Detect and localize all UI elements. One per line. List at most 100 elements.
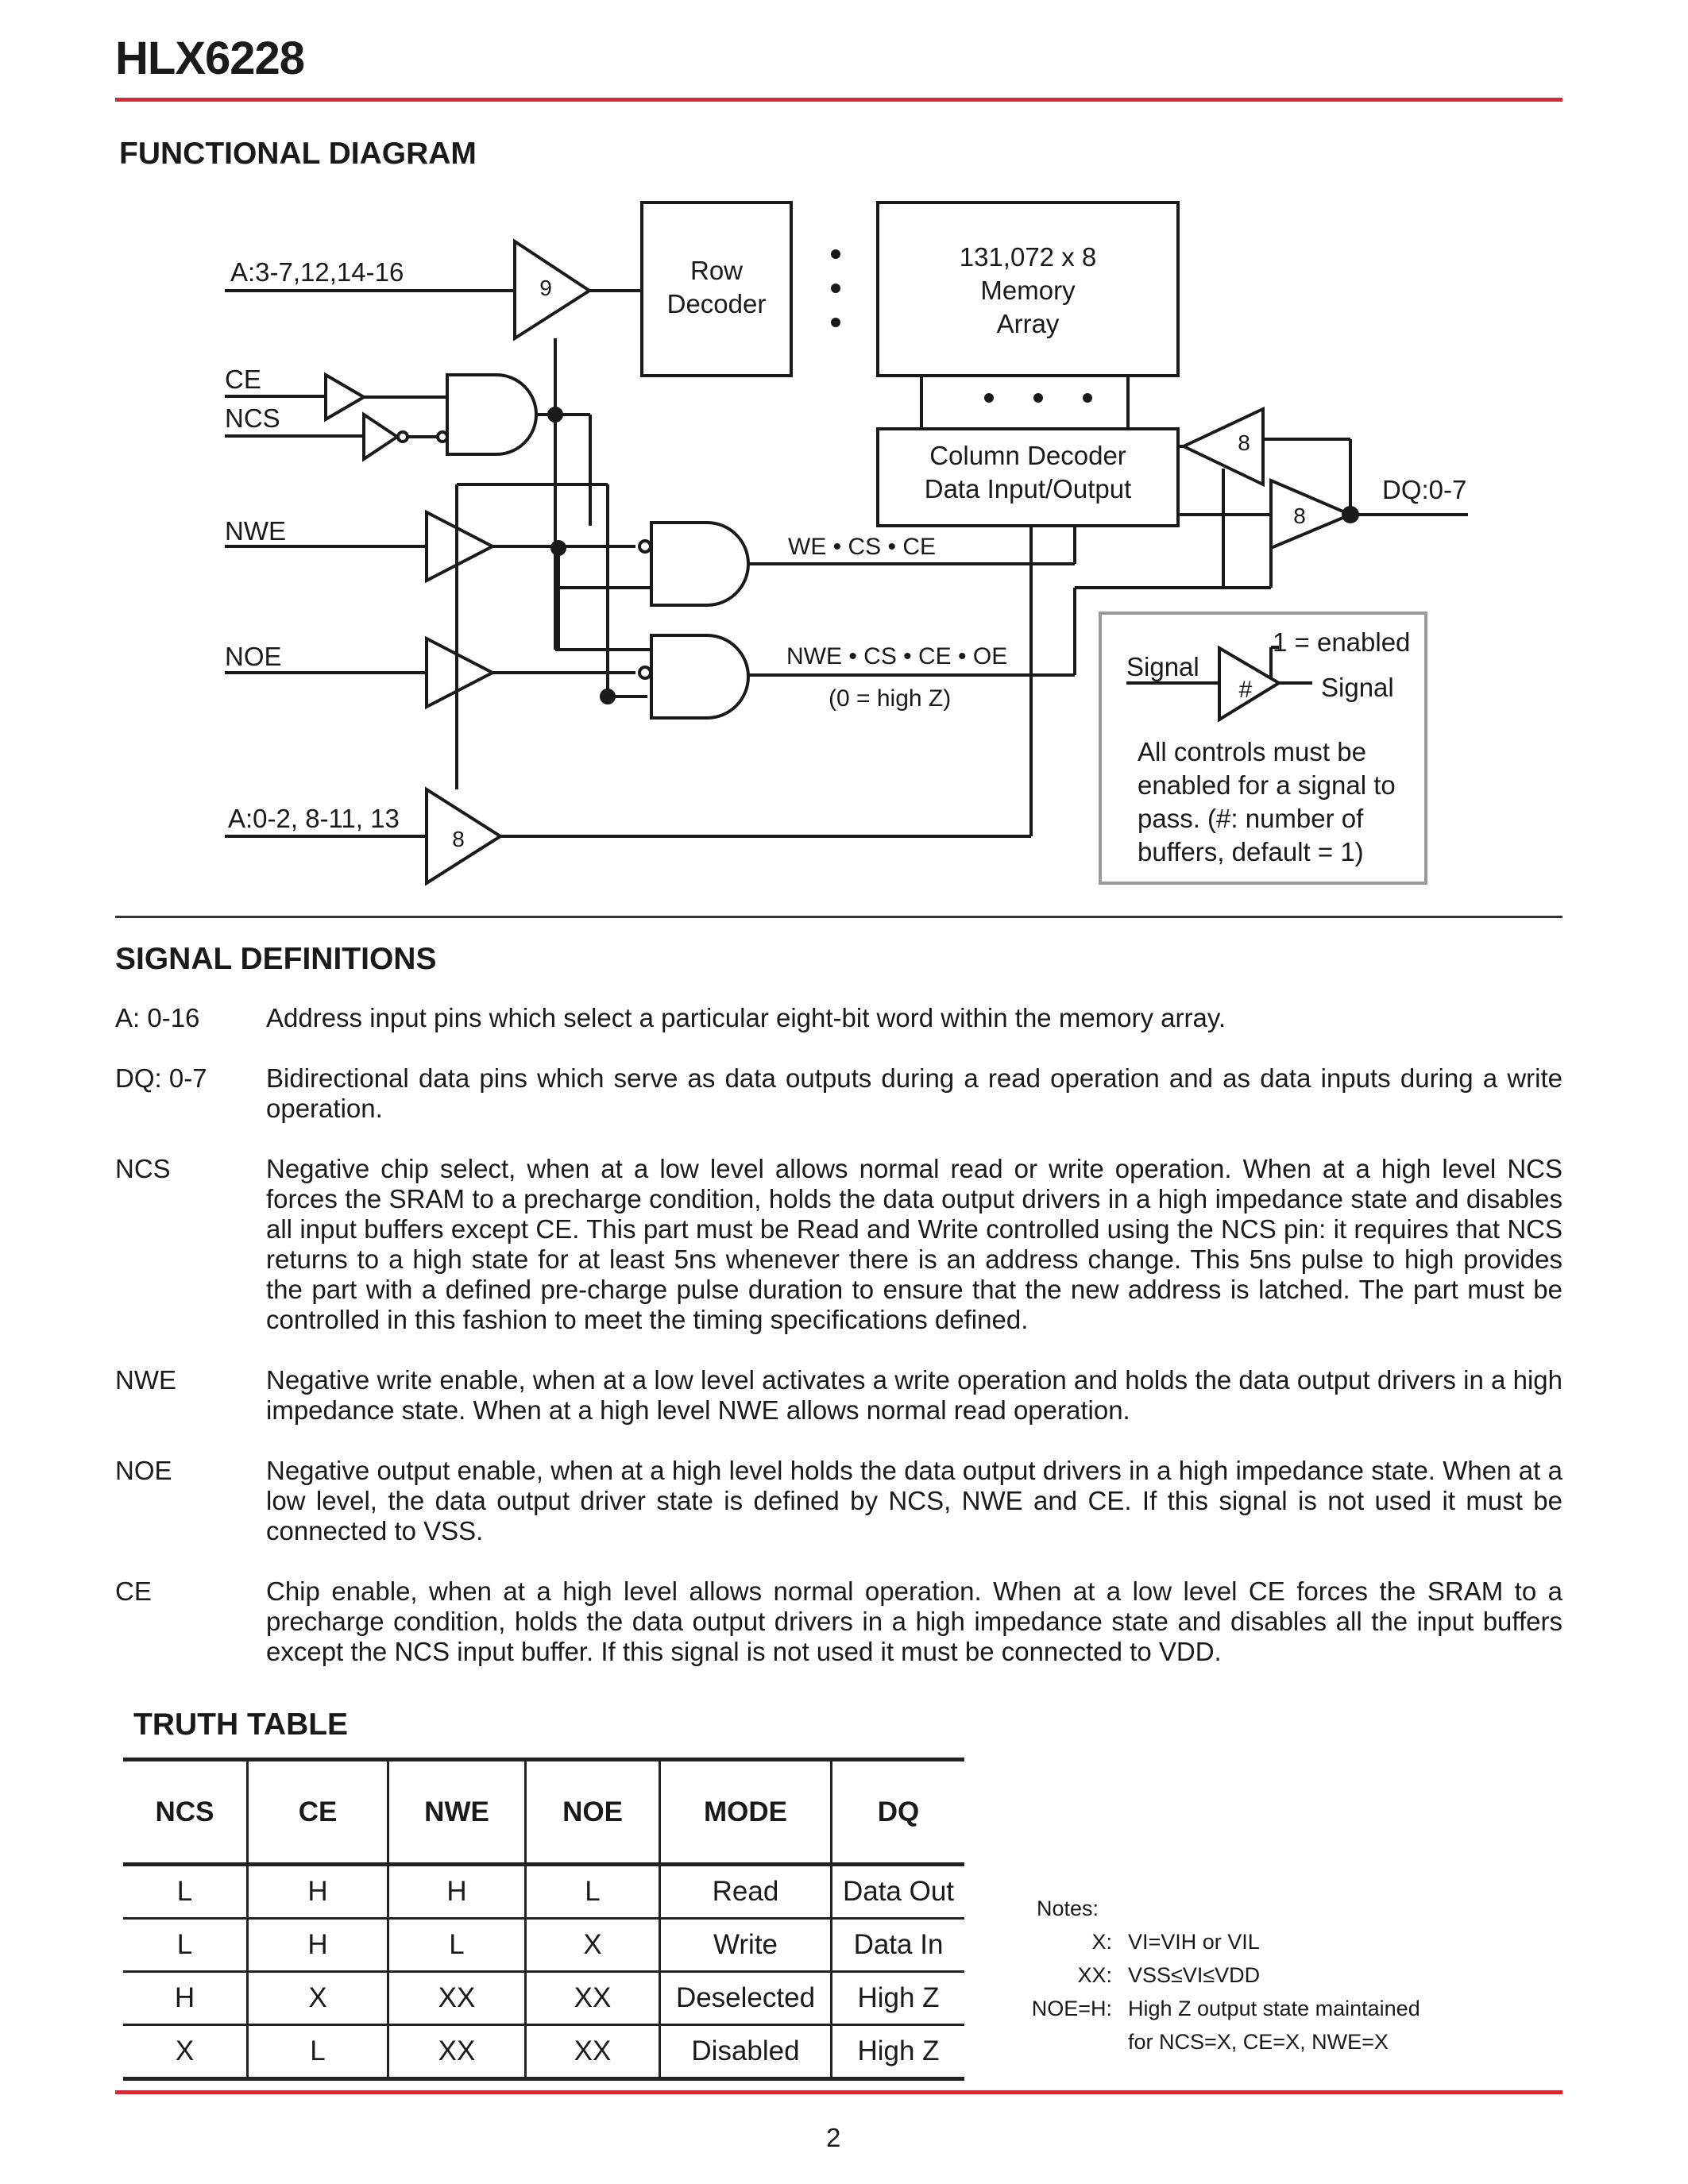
definition-row: NWE Negative write enable, when at a low… (115, 1365, 1562, 1426)
table-cell: L (524, 1864, 660, 1920)
decoder-ellipsis (831, 249, 1092, 403)
addr-row-label: A:3-7,12,14-16 (230, 257, 404, 287)
table-cell: High Z (830, 1971, 964, 2026)
ce-buffer (324, 372, 367, 423)
row-decoder-line1: Row (690, 256, 743, 285)
signal-definitions-list: A: 0-16 Address input pins which select … (115, 1003, 1562, 1697)
truth-table-notes: Notes: X: VI=VIH or VIL XX: VSS≤VI≤VDD N… (921, 1892, 1477, 2066)
table-header-row: NCS CE NWE NOE MODE DQ (123, 1758, 964, 1866)
ncs-buffer (362, 411, 400, 462)
table-cell: X (246, 1971, 388, 2026)
table-cell: Deselected (659, 1971, 832, 2026)
table-cell: High Z (830, 2024, 964, 2081)
row-buffer-count: 9 (539, 276, 552, 300)
table-cell: H (123, 1971, 248, 2026)
table-cell: H (246, 1918, 388, 1973)
definition-term: A: 0-16 (115, 1003, 200, 1032)
column-header: NCS (123, 1758, 248, 1866)
definition-term: DQ: 0-7 (115, 1063, 207, 1093)
memory-array-line3: Array (997, 309, 1060, 338)
nwe-label: NWE (225, 516, 286, 546)
definition-row: CE Chip enable, when at a high level all… (115, 1576, 1562, 1667)
legend-enabled: 1 = enabled (1273, 627, 1410, 657)
signal-definitions-heading: SIGNAL DEFINITIONS (115, 942, 437, 976)
table-cell: XX (387, 1971, 526, 2026)
note-value: High Z output state maintained (1128, 1997, 1420, 2020)
note-key: NOE=H: (1031, 1997, 1112, 2020)
noe-buffer (425, 635, 496, 710)
column-header: NWE (387, 1758, 526, 1866)
table-cell: Data Out (830, 1864, 964, 1920)
column-decoder-line2: Data Input/Output (925, 474, 1132, 504)
addr-col-label: A:0-2, 8-11, 13 (228, 804, 400, 833)
row-buffer (513, 238, 593, 341)
ce-label: CE (225, 365, 261, 394)
definition-term: NCS (115, 1154, 171, 1183)
footer-rule (115, 2090, 1562, 2094)
cs-and-gate (446, 373, 538, 456)
column-decoder-box (876, 427, 1180, 527)
legend-note-3: pass. (#: number of (1138, 804, 1364, 833)
table-row: L H L X Write Data In (123, 1918, 964, 1973)
definition-text: Chip enable, when at a high level allows… (266, 1576, 1562, 1666)
table-row: X L XX XX Disabled High Z (123, 2024, 964, 2081)
definition-text: Negative chip select, when at a low leve… (266, 1154, 1562, 1334)
page-number: 2 (826, 2123, 841, 2152)
legend-signal-out: Signal (1321, 673, 1394, 702)
definition-row: NOE Negative output enable, when at a hi… (115, 1456, 1562, 1546)
note-value: for NCS=X, CE=X, NWE=X (1128, 2030, 1389, 2054)
table-cell: Write (659, 1918, 832, 1973)
definition-text: Negative output enable, when at a high l… (266, 1456, 1562, 1545)
notes-title: Notes: (1037, 1897, 1099, 1920)
note-value: VSS≤VI≤VDD (1128, 1963, 1261, 1987)
row-decoder-line2: Decoder (667, 289, 767, 318)
table-cell: L (123, 1918, 248, 1973)
legend-note-1: All controls must be (1138, 737, 1366, 766)
table-cell: H (246, 1864, 388, 1920)
table-cell: L (123, 1864, 248, 1920)
table-cell: H (387, 1864, 526, 1920)
output-label: DQ:0-7 (1382, 475, 1466, 504)
output-buffer (1269, 477, 1355, 551)
table-cell: XX (387, 2024, 526, 2081)
truth-table: NCS CE NWE NOE MODE DQ L H H L Read Data… (123, 1758, 964, 2081)
table-cell: L (387, 1918, 526, 1973)
legend-buffer (1218, 645, 1282, 723)
note-key: X: (1091, 1930, 1112, 1954)
table-cell: X (123, 2024, 248, 2081)
legend-signal-in: Signal (1126, 652, 1199, 681)
col-buffer (425, 786, 504, 886)
definition-term: NWE (115, 1365, 176, 1395)
legend-note-2: enabled for a signal to (1138, 770, 1396, 800)
memory-array-line2: Memory (980, 276, 1076, 305)
row-decoder-box (640, 201, 793, 377)
definition-text: Negative write enable, when at a low lev… (266, 1365, 1562, 1425)
we-and-gate (650, 521, 750, 607)
functional-diagram-heading: FUNCTIONAL DIAGRAM (119, 137, 477, 171)
table-cell: Data In (830, 1918, 964, 1973)
section-divider (115, 916, 1562, 918)
column-header: MODE (659, 1758, 832, 1866)
table-cell: XX (524, 1971, 660, 2026)
definition-row: A: 0-16 Address input pins which select … (115, 1003, 1562, 1033)
definition-row: DQ: 0-7 Bidirectional data pins which se… (115, 1063, 1562, 1124)
output-buffer-count: 8 (1293, 504, 1306, 528)
table-row: L H H L Read Data Out (123, 1864, 964, 1920)
header-rule (115, 98, 1562, 102)
definition-row: NCS Negative chip select, when at a low … (115, 1154, 1562, 1335)
input-buffer (1180, 406, 1265, 488)
document-title: HLX6228 (115, 33, 305, 84)
column-header: NOE (524, 1758, 660, 1866)
table-cell: Disabled (659, 2024, 832, 2081)
definition-text: Address input pins which select a partic… (266, 1003, 1226, 1032)
table-row: H X XX XX Deselected High Z (123, 1971, 964, 2026)
definition-text: Bidirectional data pins which serve as d… (266, 1063, 1562, 1123)
ncs-label: NCS (225, 403, 280, 433)
table-cell: XX (524, 2024, 660, 2081)
nwe-buffer (425, 509, 496, 584)
table-cell: X (524, 1918, 660, 1973)
definition-term: CE (115, 1576, 152, 1606)
truth-table-heading: TRUTH TABLE (133, 1707, 349, 1742)
table-cell: Read (659, 1864, 832, 1920)
legend-box (1099, 612, 1427, 885)
